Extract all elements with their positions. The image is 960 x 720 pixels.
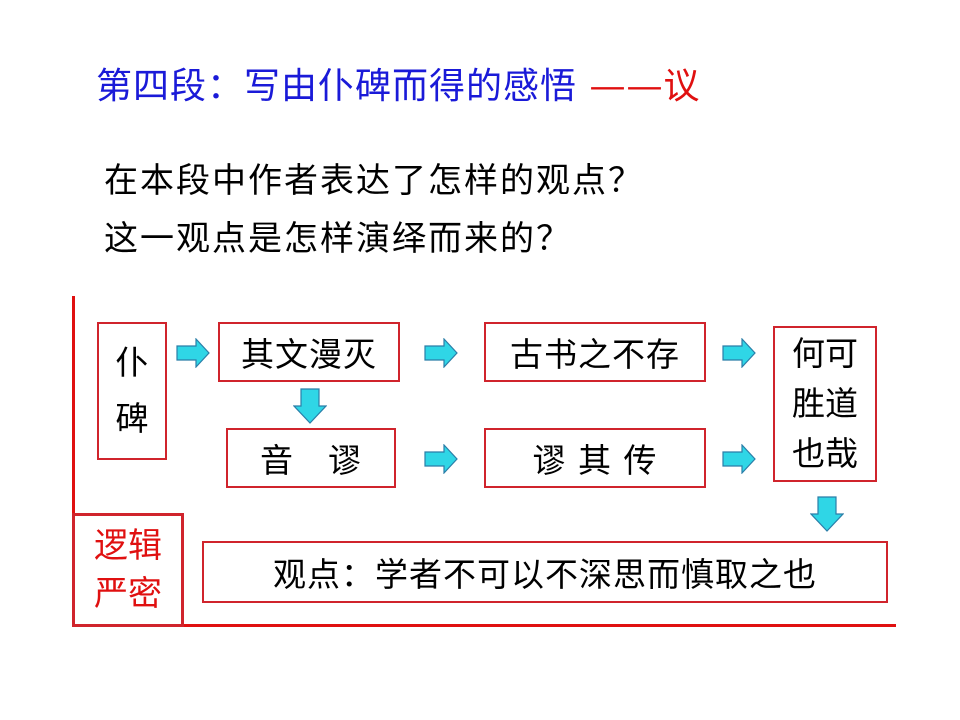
slide-title: 第四段：写由仆碑而得的感悟 ——议 (96, 62, 700, 112)
left-bracket-line (72, 296, 75, 626)
question-2: 这一观点是怎样演绎而来的？ (104, 219, 572, 259)
box-gu-shu-zhi-bu-cun: 古书之不存 (484, 322, 706, 382)
box-he-ke-line-1: 何可 (792, 334, 858, 373)
block-arrow-right-icon (424, 444, 458, 474)
block-arrow-right-icon (176, 338, 210, 368)
block-arrow-right-icon (722, 338, 756, 368)
bottom-bracket-line (72, 624, 896, 627)
box-miu-qi-chuan: 谬 其 传 (484, 428, 706, 488)
box-logic-line-1: 逻辑 (94, 526, 162, 566)
block-arrow-right-icon (424, 338, 458, 368)
box-miu-qi-label: 谬 其 传 (532, 441, 658, 480)
box-gu-shu-label: 古书之不存 (510, 335, 680, 374)
box-logic-rigorous: 逻辑 严密 (72, 513, 184, 627)
block-arrow-down-icon (810, 496, 844, 532)
question-1: 在本段中作者表达了怎样的观点？ (104, 161, 644, 201)
box-pu-bei-line-2: 碑 (115, 399, 149, 438)
box-yin-miu-label: 音 谬 (260, 441, 362, 480)
box-viewpoint: 观点：学者不可以不深思而慎取之也 (202, 541, 888, 603)
block-arrow-down-icon (293, 388, 327, 424)
box-pu-bei-line-1: 仆 (115, 343, 149, 382)
box-viewpoint-label: 观点：学者不可以不深思而慎取之也 (273, 555, 817, 594)
box-qi-wen-man-mie: 其文漫灭 (218, 322, 400, 382)
box-logic-line-2: 严密 (94, 574, 162, 614)
box-he-ke-sheng-dao: 何可 胜道 也哉 (773, 326, 877, 482)
box-pu-bei: 仆 碑 (97, 322, 167, 460)
block-arrow-right-icon (722, 444, 756, 474)
box-qi-wen-label: 其文漫灭 (241, 335, 377, 374)
title-dash: ——议 (589, 66, 701, 107)
box-he-ke-line-2: 胜道 (792, 384, 858, 423)
box-yin-miu: 音 谬 (226, 428, 396, 488)
title-main: 第四段：写由仆碑而得的感悟 (96, 66, 578, 107)
box-he-ke-line-3: 也哉 (792, 434, 858, 473)
